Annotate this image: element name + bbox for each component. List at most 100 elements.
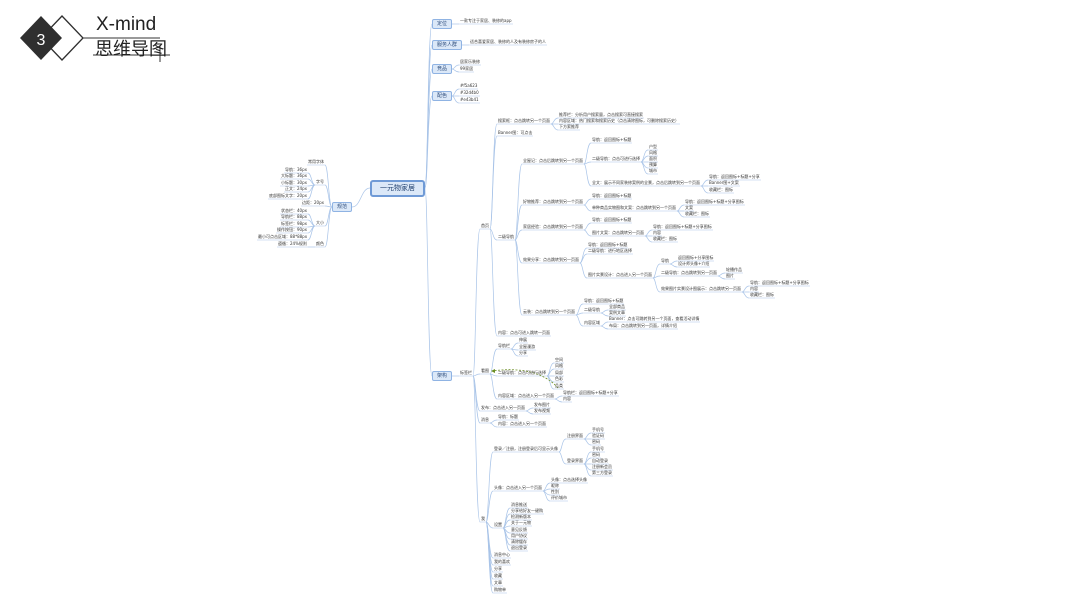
- topic-node[interactable]: 分享: [494, 566, 502, 571]
- topic-node[interactable]: 昵称: [551, 483, 559, 488]
- topic-node[interactable]: 标签栏：98px: [281, 221, 307, 226]
- topic-node[interactable]: 底部图标文字：20px: [269, 193, 307, 198]
- topic-node[interactable]: 看图: [481, 368, 489, 373]
- topic-node[interactable]: 收藏栏：图标: [750, 292, 774, 297]
- topic-node[interactable]: 消息中心: [494, 552, 510, 557]
- topic-node[interactable]: 风格: [555, 363, 563, 368]
- topic-node[interactable]: 返回图标+分享图标: [678, 255, 714, 260]
- main-topic[interactable]: 规范: [332, 202, 353, 212]
- topic-node[interactable]: 轮播作品: [726, 267, 742, 272]
- topic-node[interactable]: 推荐栏：分析用户搜索量，点击搜索可直接搜索: [559, 112, 643, 117]
- topic-node[interactable]: 字号: [316, 179, 324, 184]
- topic-node[interactable]: 效果图片实景设计图展示：点击跳转另一页面: [661, 286, 741, 291]
- topic-node[interactable]: 内容：点击进入另一个页面: [498, 421, 546, 426]
- topic-node[interactable]: 性别: [551, 489, 559, 494]
- topic-node[interactable]: 一款专注于家居、装修的app: [460, 18, 512, 23]
- topic-node[interactable]: 正文：24px: [285, 186, 307, 191]
- topic-node[interactable]: 家居经验：点击跳转到另一个页面: [523, 224, 583, 229]
- topic-node[interactable]: 设计师头像+介绍: [678, 261, 710, 266]
- main-topic[interactable]: 服务人群: [432, 40, 463, 50]
- topic-node[interactable]: 用户协议: [511, 533, 527, 538]
- topic-node[interactable]: 全屋记：点击后跳转到另一个页面: [523, 158, 583, 163]
- topic-node[interactable]: #f5a623: [460, 83, 478, 88]
- main-topic[interactable]: 配色: [432, 91, 453, 101]
- topic-node[interactable]: 发布图片: [534, 402, 550, 407]
- topic-node[interactable]: 户型: [649, 144, 657, 149]
- topic-node[interactable]: 二级导航：点击跳转到另一页面: [661, 270, 717, 275]
- topic-node[interactable]: 导航：36px: [285, 167, 307, 172]
- topic-node[interactable]: 色彩: [555, 376, 563, 381]
- topic-node[interactable]: 退出登录: [511, 545, 527, 550]
- topic-node[interactable]: 注册新会员: [592, 464, 612, 469]
- topic-node[interactable]: 内容区域：热门搜索和搜索历史（点击清除图标，可删除搜索历史）: [559, 118, 679, 123]
- topic-node[interactable]: 登录界面: [567, 458, 583, 463]
- topic-node[interactable]: 导航：返回图标+标题: [592, 193, 632, 198]
- topic-node[interactable]: 好物推荐：点击跳转到另一个页面: [523, 199, 583, 204]
- topic-node[interactable]: 面积: [649, 156, 657, 161]
- topic-node[interactable]: 导航：返回图标+标题: [588, 242, 628, 247]
- topic-node[interactable]: 收藏栏：图标: [685, 211, 709, 216]
- topic-node[interactable]: 图片实景设计：点击进入另一个页面: [588, 272, 652, 277]
- topic-node[interactable]: 发布：点击进入另一页面: [481, 405, 525, 410]
- topic-node[interactable]: 清除缓存: [511, 539, 527, 544]
- topic-node[interactable]: 内容: [653, 230, 661, 235]
- topic-node[interactable]: 99家居: [460, 66, 474, 71]
- topic-node[interactable]: 收藏: [494, 573, 502, 578]
- topic-node[interactable]: 二级导航: [584, 307, 600, 312]
- topic-node[interactable]: 下方索推荐: [559, 124, 579, 129]
- topic-node[interactable]: 密码: [592, 439, 600, 444]
- topic-node[interactable]: 分享: [519, 350, 527, 355]
- topic-node[interactable]: #32d4b0: [460, 90, 479, 95]
- topic-node[interactable]: 发布视频: [534, 408, 550, 413]
- topic-node[interactable]: 内容区域：点击进入另一个页面: [498, 393, 554, 398]
- topic-node[interactable]: 预算: [649, 162, 657, 167]
- topic-node[interactable]: 第三方登录: [592, 470, 612, 475]
- topic-node[interactable]: 设置: [494, 522, 502, 527]
- topic-node[interactable]: Banner图：可点击: [498, 130, 533, 135]
- topic-node[interactable]: 导航：返回图标+标题: [584, 298, 624, 303]
- topic-node[interactable]: 导航栏: [498, 343, 510, 348]
- topic-node[interactable]: 头像：点击选择头像: [551, 477, 587, 482]
- topic-node[interactable]: 导航：返回图标+标题: [592, 137, 632, 142]
- topic-node[interactable]: 购物单: [494, 587, 506, 592]
- topic-node[interactable]: 自动登录: [592, 458, 608, 463]
- topic-node[interactable]: 颜色: [316, 241, 324, 246]
- topic-node[interactable]: 登录／注册，注册登录后可显示头像: [494, 446, 558, 451]
- central-topic[interactable]: 一元物家居: [370, 179, 425, 197]
- topic-node[interactable]: 手机号: [592, 427, 604, 432]
- topic-node[interactable]: 关于一元物: [511, 520, 531, 525]
- topic-node[interactable]: 局部: [555, 370, 563, 375]
- topic-node[interactable]: Banner图+文案: [709, 180, 739, 185]
- topic-node[interactable]: 导航: [661, 258, 669, 263]
- topic-node[interactable]: 居家乐装修: [460, 59, 480, 64]
- topic-node[interactable]: 二级导航: [498, 234, 514, 239]
- topic-node[interactable]: 二级导航：点击可进行选择: [498, 370, 546, 375]
- main-topic[interactable]: 架构: [432, 371, 453, 381]
- topic-node[interactable]: 单种商品实物图和文案：点击跳转到另一个页面: [592, 205, 676, 210]
- topic-node[interactable]: 搜索框：点击跳转另一个页面: [498, 118, 550, 123]
- topic-node[interactable]: 最小可点击区域：88*88px: [258, 234, 308, 239]
- topic-node[interactable]: 密码: [592, 452, 600, 457]
- topic-node[interactable]: 大标题：36px: [281, 173, 307, 178]
- topic-node[interactable]: 布局：点击跳转到另一页面，详情介绍: [609, 323, 677, 328]
- topic-node[interactable]: 意见反馈: [511, 527, 527, 532]
- topic-node[interactable]: 全文：展示不同家装修案例的全景，点击后跳转到另一个页面: [592, 180, 700, 185]
- topic-node[interactable]: 图片文案：点击跳转另一页面: [592, 230, 644, 235]
- topic-node[interactable]: 评价城市: [551, 495, 567, 500]
- topic-node[interactable]: 内容：点击可进入跳转一页面: [498, 330, 550, 335]
- topic-node[interactable]: 全部商品: [609, 304, 625, 309]
- topic-node[interactable]: 手机号: [592, 446, 604, 451]
- topic-node[interactable]: 检测新版本: [511, 514, 531, 519]
- topic-node[interactable]: 适合喜爱家居、装修的人及有装修房子的人: [470, 39, 546, 44]
- topic-node[interactable]: 内容: [750, 286, 758, 291]
- topic-node[interactable]: Banner：点击可跳转到另一个页面，查看活动详情: [609, 316, 700, 321]
- topic-node[interactable]: 边距：20px: [302, 200, 324, 205]
- topic-node[interactable]: 导航：返回图标+标题+分享: [709, 174, 760, 179]
- topic-node[interactable]: 风格: [649, 150, 657, 155]
- topic-node[interactable]: 注册界面: [567, 433, 583, 438]
- topic-node[interactable]: 城市: [649, 168, 657, 173]
- topic-node[interactable]: 遵循：24%规则: [278, 241, 307, 246]
- topic-node[interactable]: 二级导航：点击可进行选择: [592, 156, 640, 161]
- topic-node[interactable]: 导航栏：88px: [281, 214, 307, 219]
- topic-node[interactable]: 分享给好友一键购: [511, 508, 543, 513]
